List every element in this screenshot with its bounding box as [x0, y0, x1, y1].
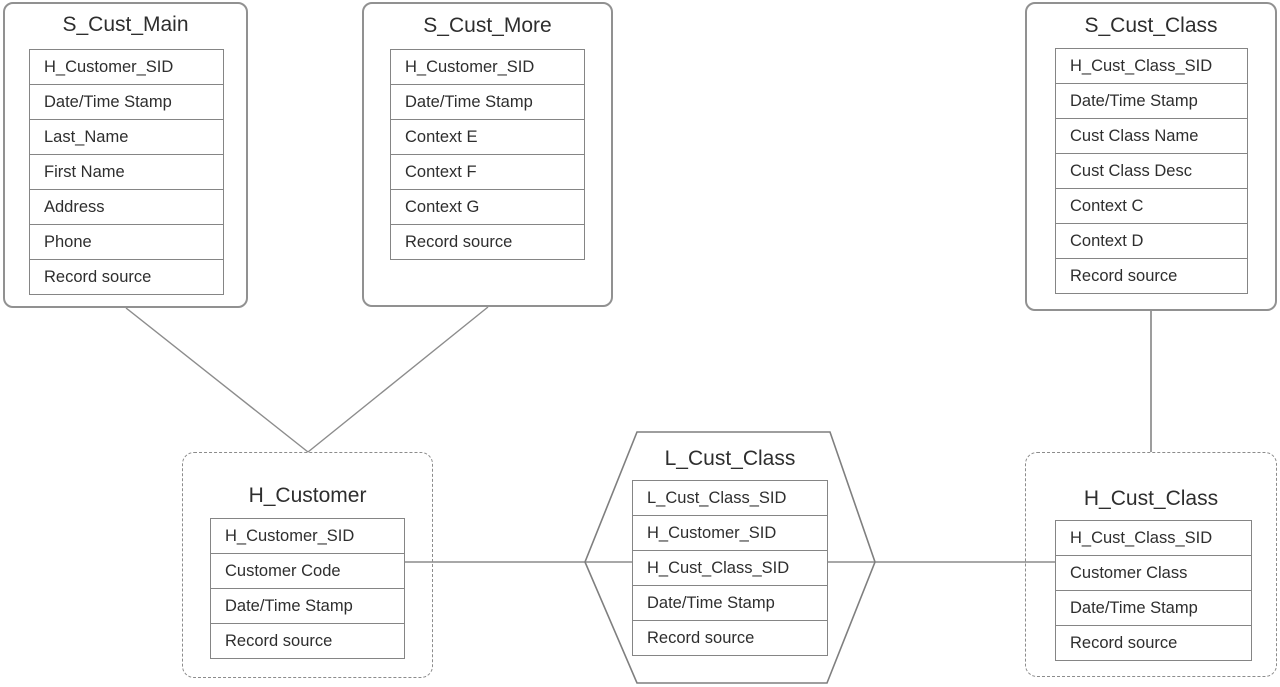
link-hexagon-outline [584, 431, 876, 684]
field-row: Context E [391, 120, 584, 155]
field-row: H_Customer_SID [633, 516, 827, 551]
field-row: Date/Time Stamp [211, 589, 404, 624]
field-row: Context G [391, 190, 584, 225]
field-row: L_Cust_Class_SID [633, 481, 827, 516]
field-row: Context F [391, 155, 584, 190]
field-row: Record source [647, 629, 755, 647]
field-row: Date/Time Stamp [1056, 591, 1251, 626]
hub-h-customer-title: H_Customer [248, 484, 367, 507]
field-row: H_Customer_SID [30, 50, 223, 85]
hub-h-cust-class [1025, 452, 1277, 677]
field-row: Cust Class Name [1056, 119, 1247, 154]
field-row: H_Cust_Class_SID [633, 551, 827, 586]
field-row: Address [30, 190, 223, 225]
link-l-cust-class-title: L_Cust_Class [664, 447, 796, 470]
satellite-s-cust-class [1025, 2, 1277, 311]
field-row: Date/Time Stamp [391, 85, 584, 120]
field-row: Customer Code [211, 554, 404, 589]
field-row: H_Customer_SID [211, 519, 404, 554]
field-row: Last_Name [30, 120, 223, 155]
field-row: H_Cust_Class_SID [1056, 49, 1247, 84]
hub-h-customer [182, 452, 433, 678]
field-row: Date/Time Stamp [633, 586, 827, 621]
field-row: Date/Time Stamp [30, 85, 223, 120]
satellite-s-cust-main-title: S_Cust_Main [62, 13, 189, 36]
field-row: Date/Time Stamp [1056, 84, 1247, 119]
field-row: Cust Class Desc [1056, 154, 1247, 189]
field-row: Phone [30, 225, 223, 260]
field-row: Record source [1070, 634, 1178, 652]
satellite-s-cust-more [362, 2, 613, 307]
field-row: Context D [1056, 224, 1247, 259]
field-row: H_Cust_Class_SID [1056, 521, 1251, 556]
field-row: Record source [44, 268, 152, 286]
field-row: Record source [225, 632, 333, 650]
satellite-s-cust-main [3, 2, 248, 308]
field-row: First Name [30, 155, 223, 190]
field-row: Context C [1056, 189, 1247, 224]
field-row: Record source [1070, 267, 1178, 285]
satellite-s-cust-more-title: S_Cust_More [423, 14, 552, 37]
hub-h-cust-class-title: H_Cust_Class [1083, 487, 1219, 510]
field-row: H_Customer_SID [391, 50, 584, 85]
satellite-s-cust-class-title: S_Cust_Class [1084, 14, 1218, 37]
connector-scustmain-hcustomer [125, 307, 309, 453]
field-row: Record source [405, 233, 513, 251]
connector-scustmore-hcustomer [307, 306, 489, 453]
field-row: Customer Class [1056, 556, 1251, 591]
